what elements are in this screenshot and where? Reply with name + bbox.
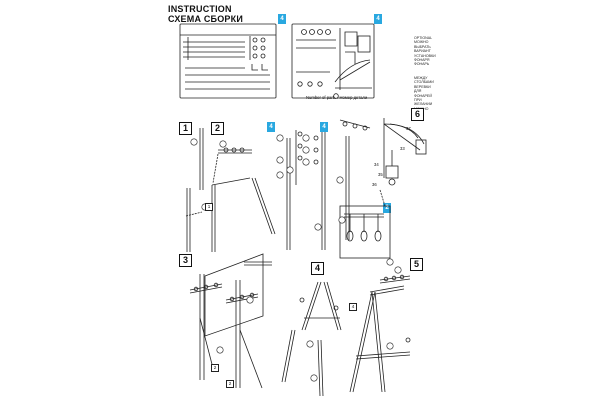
note-line: ФОНАРЬ xyxy=(414,62,430,67)
step-6-label-37: 37 xyxy=(406,126,411,131)
step-6-drawing xyxy=(339,118,427,259)
sprue-badge-left: 4 xyxy=(278,14,286,24)
step-6-badge: 2 xyxy=(383,203,391,213)
part-label-2a: 2 xyxy=(211,364,219,372)
note-line: ПРИ xyxy=(414,98,422,103)
step-6-label-34: 34 xyxy=(374,162,379,167)
step-1-drawing xyxy=(185,128,204,252)
sprue-left xyxy=(179,23,277,99)
part-label-2b: 2 xyxy=(226,380,234,388)
step-2-badge-a: 4 xyxy=(267,122,275,132)
step-5-drawing xyxy=(349,274,411,393)
step-4-drawing xyxy=(281,281,342,397)
part-label-1: 1 xyxy=(205,203,213,211)
sprue-right xyxy=(291,23,375,99)
note-line: МОЖНО xyxy=(414,40,429,45)
step-1-box: 1 xyxy=(179,122,192,135)
note-line: ФОНАРЕЙ xyxy=(414,93,432,98)
note-line: УСТАНОВКИ xyxy=(414,53,436,58)
note-line: OPTIONAL xyxy=(414,36,433,40)
note-line: ВАРИАНТ xyxy=(414,49,431,54)
sprue-note-primary: OPTIONAL МОЖНО ВЫБРАТЬ ВАРИАНТ УСТАНОВКИ… xyxy=(414,36,458,67)
part-label-4: 4 xyxy=(349,303,357,311)
step-6-label-35: 35 xyxy=(378,172,383,177)
step-3-drawing xyxy=(189,253,272,389)
step-4-box: 4 xyxy=(311,262,324,275)
note-line: ЖЕЛАНИИ xyxy=(414,102,433,107)
step-5-box: 5 xyxy=(410,258,423,271)
sprue-badge-right: 4 xyxy=(374,14,382,24)
step-3-box: 3 xyxy=(179,254,192,267)
title-ru: СХЕМА СБОРКИ xyxy=(168,14,243,24)
step-2b-drawing xyxy=(286,119,371,250)
title-block: INSTRUCTION СХЕМА СБОРКИ xyxy=(168,4,243,24)
note-line: ДЛЯ xyxy=(414,89,422,94)
note-line: ВЕРЕВКИ xyxy=(414,84,431,89)
callout-markers xyxy=(190,134,402,382)
note-line: СТОЛБАМИ xyxy=(414,80,434,85)
step-2-box: 2 xyxy=(211,122,224,135)
title-en: INSTRUCTION xyxy=(168,4,232,14)
step-2-badge-b: 4 xyxy=(320,122,328,132)
step-6-box: 6 xyxy=(411,108,424,121)
step-6-label-33: 33 xyxy=(400,146,405,151)
note-line: ФОНАРЯ xyxy=(414,58,430,63)
step-6-label-36: 36 xyxy=(372,182,377,187)
step-2-drawing xyxy=(211,147,276,252)
note-line: МЕЖДУ xyxy=(414,76,428,80)
note-line: ВЫБРАТЬ xyxy=(414,44,431,49)
